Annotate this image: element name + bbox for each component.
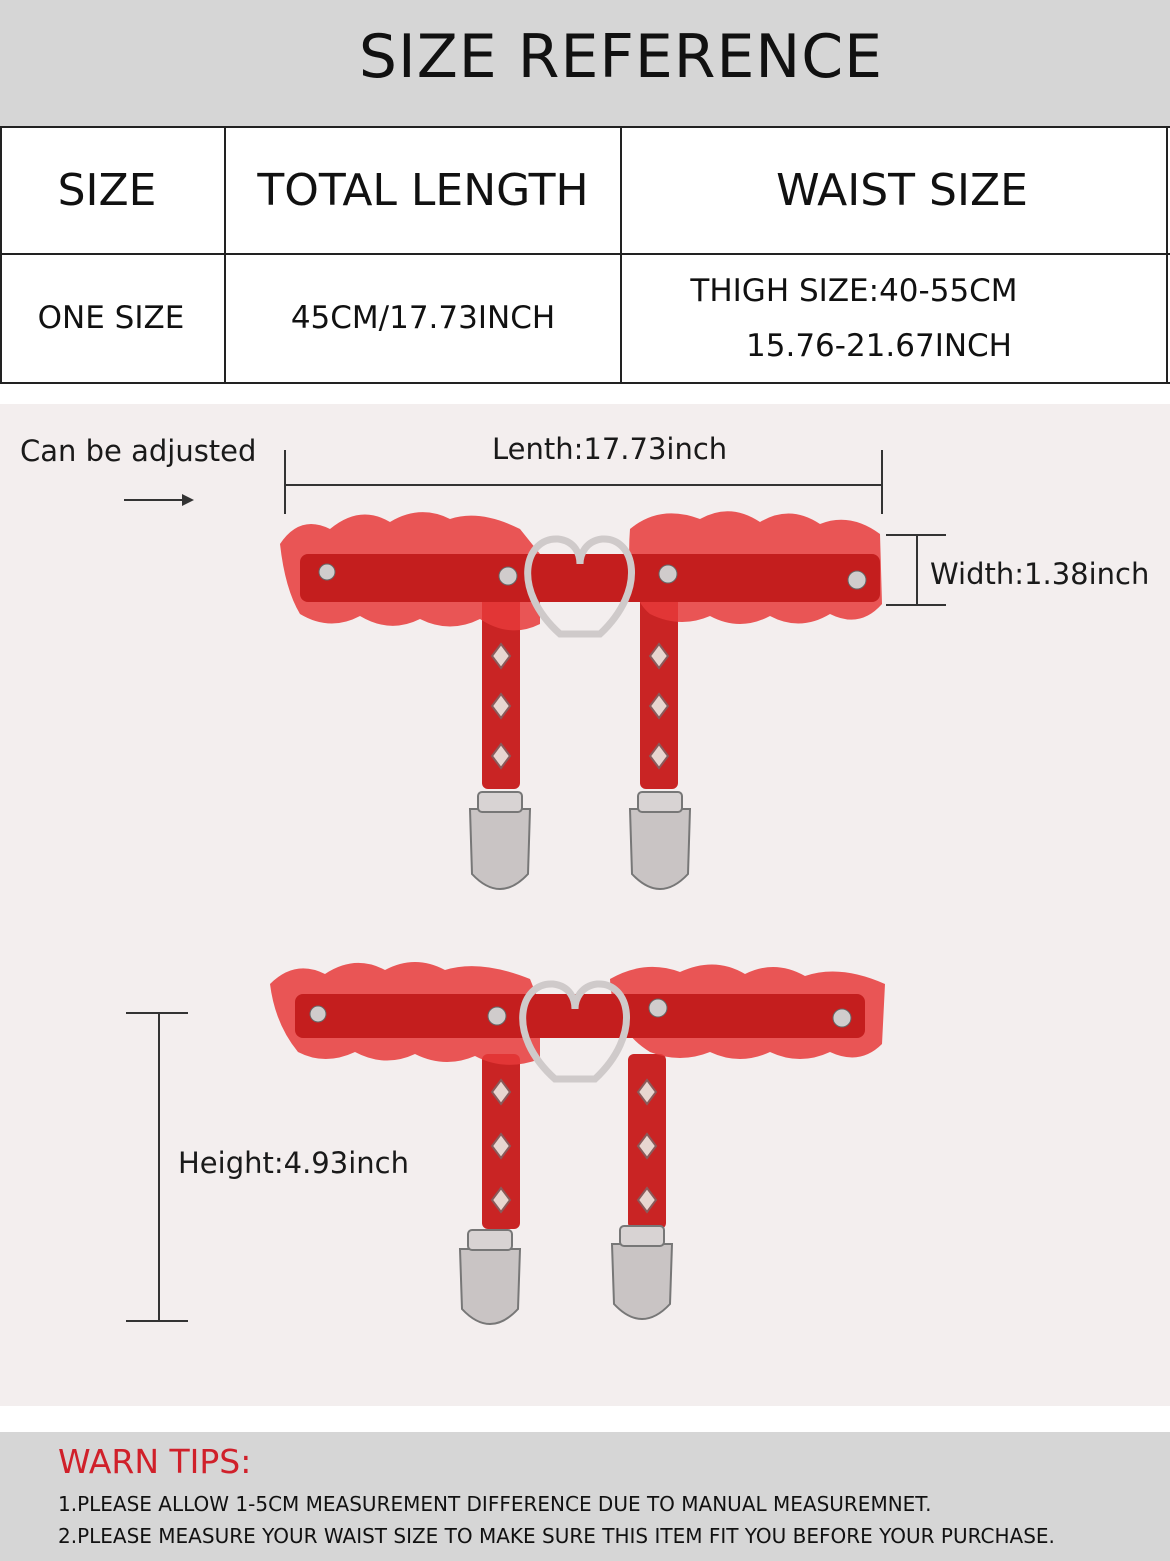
arrow-right-icon [182,494,194,506]
table-border-bottom [0,382,1170,384]
table-border-top [0,126,1170,128]
warn-tip-2: 2.PLEASE MEASURE YOUR WAIST SIZE TO MAKE… [58,1524,1055,1548]
height-dimension-line [158,1012,160,1322]
page-title: SIZE REFERENCE [358,22,884,92]
length-dimension-tick-right [881,450,883,514]
waist-line-2: 15.76-21.67INCH [746,327,1012,364]
width-dimension-line [916,534,918,606]
product-photo-area: Can be adjusted Lenth:17.73inch Width:1.… [0,404,1170,1406]
header-waist-size: WAIST SIZE [776,165,1028,216]
header-band: SIZE REFERENCE [0,0,1170,126]
header-total-length: TOTAL LENGTH [257,165,589,216]
length-dimension-tick-left [284,450,286,514]
table-border-left [0,126,2,384]
garter-illustration [270,511,885,1325]
table-border-right [1166,126,1168,384]
height-label: Height:4.93inch [178,1146,409,1180]
height-dimension-tick-bottom [126,1320,188,1322]
adjusted-label: Can be adjusted [20,434,257,468]
warn-title: WARN TIPS: [58,1442,252,1481]
width-dimension-tick-top [886,534,946,536]
table-divider-2 [620,126,622,384]
garter-top [280,511,882,890]
width-dimension-tick-bottom [886,604,946,606]
length-label: Lenth:17.73inch [492,432,728,466]
table-divider-1 [224,126,226,384]
value-waist-size: THIGH SIZE:40-55CM 15.76-21.67INCH [622,255,1166,382]
waist-line-1: THIGH SIZE:40-55CM [690,272,1018,309]
width-label: Width:1.38inch [930,557,1150,591]
value-size: ONE SIZE [37,300,185,336]
height-dimension-tick-top [126,1012,188,1014]
header-size: SIZE [57,165,157,216]
warn-tip-1: 1.PLEASE ALLOW 1-5CM MEASUREMENT DIFFERE… [58,1492,932,1516]
size-table: SIZE TOTAL LENGTH WAIST SIZE ONE SIZE 45… [0,126,1170,384]
table-border-middle [0,253,1170,255]
garter-bottom [270,962,885,1325]
value-total-length: 45CM/17.73INCH [290,300,556,336]
length-dimension-line [284,484,882,486]
adjusted-arrow-shaft [124,499,186,501]
warn-tips-band: WARN TIPS: 1.PLEASE ALLOW 1-5CM MEASUREM… [0,1432,1170,1561]
